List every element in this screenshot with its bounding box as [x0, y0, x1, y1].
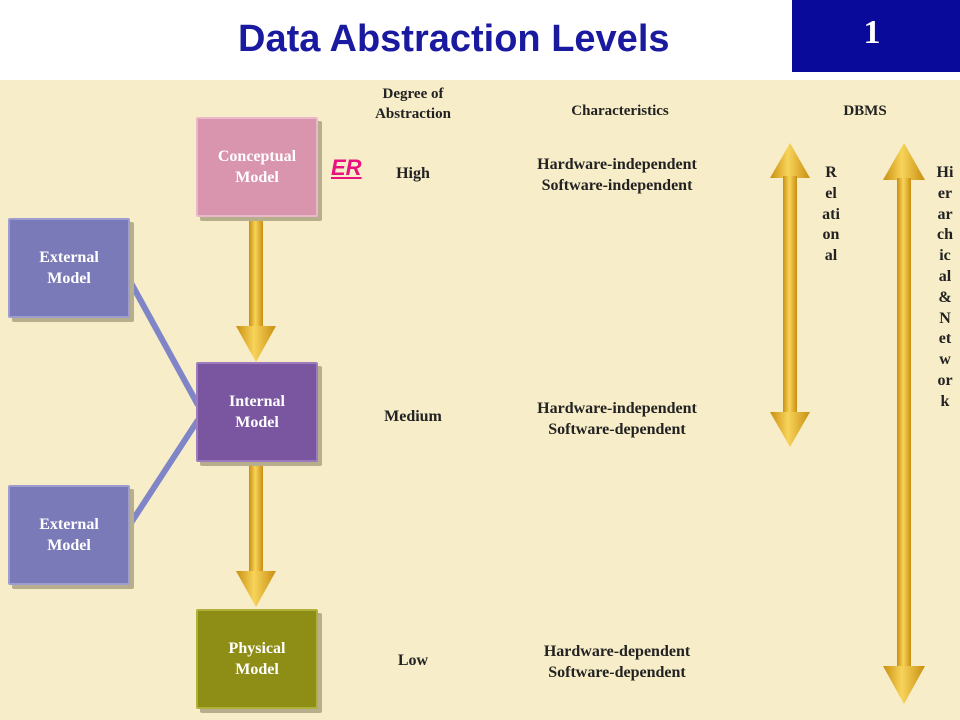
characteristics-medium: Hardware-independent Software-dependent: [537, 400, 697, 438]
relational-vertical-label: Relational: [822, 164, 840, 265]
arrow-internal-to-physical: [236, 463, 276, 607]
er-link[interactable]: ER: [331, 155, 362, 180]
title-bar: Data Abstraction Levels 1: [0, 0, 960, 80]
internal-model-box: Internal Model: [196, 362, 318, 462]
hierarchical-network-vertical-label: Hierarchical&Network: [936, 164, 954, 410]
characteristics-high: Hardware-independent Software-independen…: [537, 156, 697, 194]
degree-low: Low: [397, 652, 429, 669]
diagram-panel: [0, 80, 960, 720]
external-model-box-bottom: External Model: [8, 485, 130, 585]
slide-number-badge: 1: [792, 0, 960, 72]
physical-model-box: Physical Model: [196, 609, 318, 709]
dbms-header: DBMS: [843, 103, 887, 119]
page-title: Data Abstraction Levels: [238, 18, 670, 60]
connector-external-bottom: [122, 418, 201, 534]
relational-range-arrow: [770, 143, 810, 447]
physical-model-label: Physical Model: [228, 640, 286, 678]
arrow-conceptual-to-internal: [236, 218, 276, 362]
conceptual-model-label: Conceptual Model: [217, 148, 297, 186]
external-model-box-top: External Model: [8, 218, 130, 318]
degree-high: High: [396, 165, 430, 182]
external-model-label-top: External Model: [39, 249, 99, 287]
characteristics-low: Hardware-dependent Software-dependent: [543, 643, 691, 681]
hierarchical-network-range-arrow: [883, 143, 925, 704]
slide-number: 1: [863, 14, 881, 51]
conceptual-model-box: Conceptual Model: [196, 117, 318, 217]
external-model-label-bottom: External Model: [39, 516, 99, 554]
degree-header: Degree of Abstraction: [375, 86, 451, 122]
internal-model-label: Internal Model: [229, 393, 285, 431]
degree-medium: Medium: [384, 408, 442, 425]
characteristics-header: Characteristics: [571, 103, 669, 119]
connector-external-top: [122, 270, 201, 407]
